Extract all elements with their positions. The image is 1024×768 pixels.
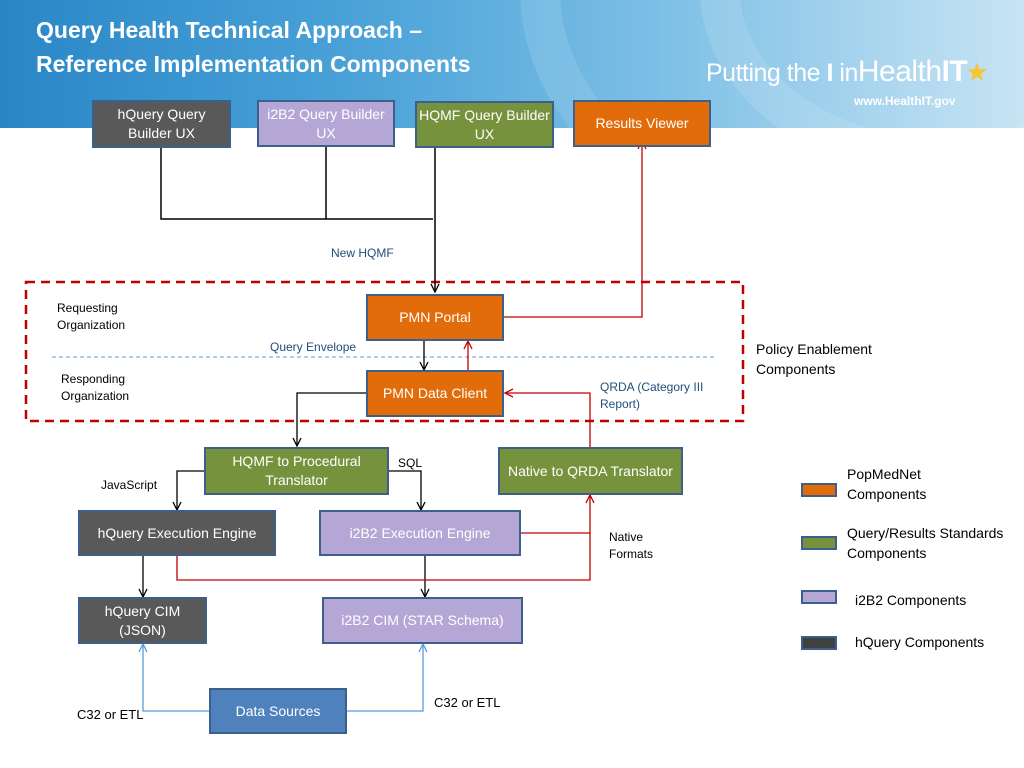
legend-swatch-hquery xyxy=(801,636,837,650)
logo-putting: Putting the xyxy=(706,59,821,87)
hqmf-translator-box: HQMF to Procedural Translator xyxy=(204,447,389,495)
header-banner: Query Health Technical Approach – Refere… xyxy=(0,0,1024,128)
sources-to-i2b2-cim xyxy=(346,644,423,712)
logo-i: I xyxy=(826,59,833,87)
sql-label: SQL xyxy=(398,456,423,470)
qrda-label: QRDA (Category III Report) xyxy=(600,380,704,411)
hquery-query-builder-box: hQuery Query Builder UX xyxy=(92,100,231,148)
native-formats-label: Native Formats xyxy=(609,530,654,561)
i2b2-engine-to-qrda xyxy=(521,495,590,534)
i2b2-engine-box: i2B2 Execution Engine xyxy=(319,510,521,556)
healthit-logo: Putting the I inHealthIT★ xyxy=(706,55,989,89)
results-viewer-box: Results Viewer xyxy=(573,100,711,147)
qrda-to-client xyxy=(505,393,591,447)
native-qrda-translator-box: Native to QRDA Translator xyxy=(498,447,683,495)
sources-to-hquery-cim xyxy=(143,644,209,712)
hqmf-query-builder-box: HQMF Query Builder UX xyxy=(415,101,554,148)
query-envelope-label: Query Envelope xyxy=(270,340,357,354)
data-sources-box: Data Sources xyxy=(209,688,347,734)
logo-health: Health xyxy=(857,55,942,88)
logo-it: IT xyxy=(941,55,968,88)
policy-enablement-boundary xyxy=(24,280,745,423)
slide-title-line2: Reference Implementation Components xyxy=(36,51,471,77)
requesting-org-label: Requesting Organization xyxy=(57,301,126,332)
translator-to-i2b2-engine xyxy=(388,470,421,510)
responding-org-label: Responding Organization xyxy=(61,372,130,403)
builders-to-portal xyxy=(160,147,435,292)
pmn-portal-box: PMN Portal xyxy=(366,294,504,341)
legend-swatch-popmednet xyxy=(801,483,837,497)
star-icon: ★ xyxy=(965,57,989,87)
legend-label-popmednet: PopMedNet Components xyxy=(847,466,927,502)
hquery-engine-to-qrda xyxy=(176,533,591,581)
slide-title-line1: Query Health Technical Approach – xyxy=(36,17,422,43)
logo-url: www.HealthIT.gov xyxy=(854,94,956,108)
i2b2-cim-box: i2B2 CIM (STAR Schema) xyxy=(322,597,523,644)
slide-title: Query Health Technical Approach – Refere… xyxy=(36,13,471,81)
legend-label-standards: Query/Results Standards Components xyxy=(847,525,1004,561)
c32-left-label: C32 or ETL xyxy=(77,707,144,722)
portal-to-results xyxy=(503,141,642,318)
logo-in: in xyxy=(839,59,858,87)
hquery-cim-box: hQuery CIM (JSON) xyxy=(78,597,207,644)
client-to-translator xyxy=(297,392,366,446)
javascript-label: JavaScript xyxy=(101,478,158,492)
header-swirl xyxy=(0,0,1024,128)
i2b2-query-builder-box: i2B2 Query Builder UX xyxy=(257,100,395,147)
new-hqmf-label: New HQMF xyxy=(331,246,394,260)
pmn-data-client-box: PMN Data Client xyxy=(366,370,504,417)
legend-label-hquery: hQuery Components xyxy=(855,634,985,650)
hquery-engine-box: hQuery Execution Engine xyxy=(78,510,276,556)
legend-label-i2b2: i2B2 Components xyxy=(855,592,967,608)
legend-swatch-i2b2 xyxy=(801,590,837,604)
policy-enablement-label: Policy Enablement Components xyxy=(756,341,872,377)
legend-swatch-standards xyxy=(801,536,837,550)
translator-to-hquery-engine xyxy=(177,470,206,510)
c32-right-label: C32 or ETL xyxy=(434,695,501,710)
